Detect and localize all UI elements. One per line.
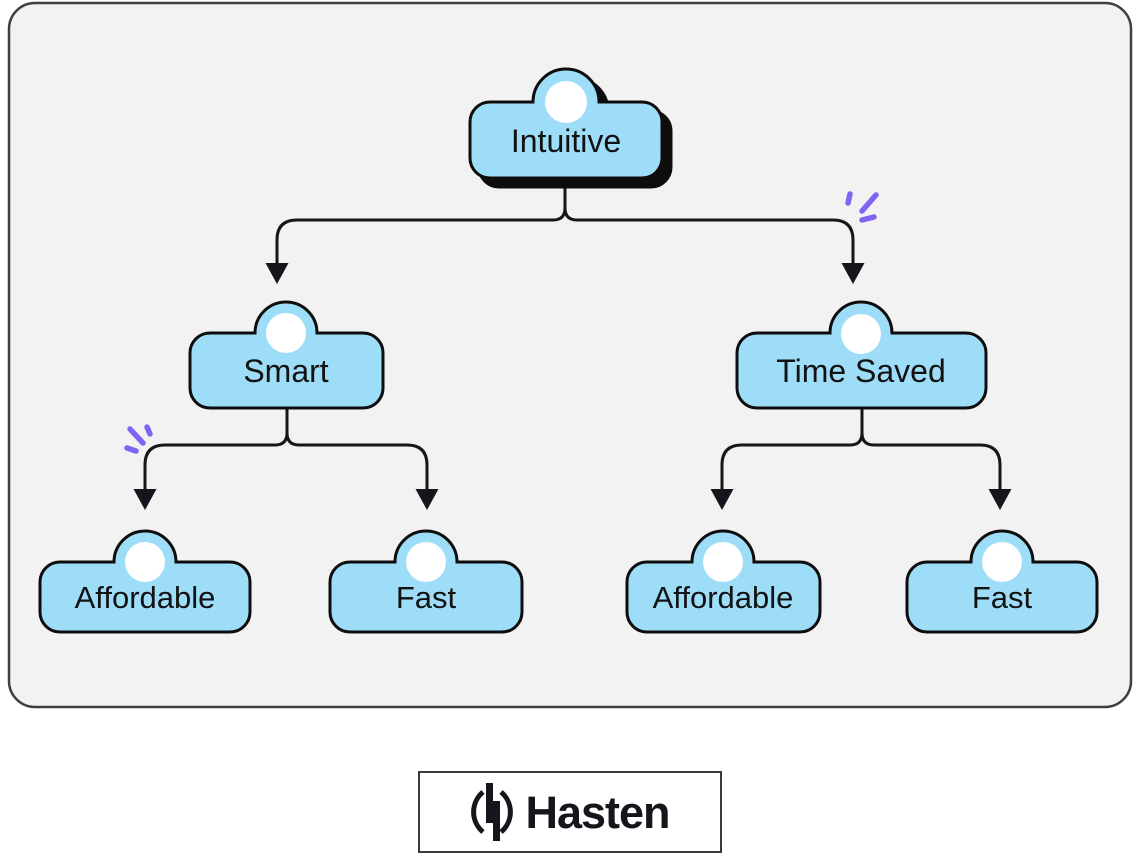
tree-diagram: Intuitive Smart Time Saved Affordable Fa… <box>7 1 1133 709</box>
node-time-saved: Time Saved <box>735 300 988 410</box>
node-label: Affordable <box>75 580 216 615</box>
sparkle-icon <box>124 424 153 454</box>
node-notch-circle <box>841 314 881 354</box>
node-intuitive: Intuitive <box>468 67 673 189</box>
node-fast-left: Fast <box>328 529 524 634</box>
node-shape <box>188 300 385 410</box>
connector-root-branches <box>265 176 865 284</box>
node-label: Time Saved <box>776 353 946 389</box>
arrowhead-fast-right <box>988 489 1012 510</box>
arrowhead-affordable-left <box>133 489 157 510</box>
node-notch-circle <box>545 81 587 123</box>
sparkle-icon <box>845 191 879 223</box>
canvas-frame <box>7 1 1133 709</box>
node-label: Fast <box>972 580 1033 615</box>
node-affordable-left: Affordable <box>38 529 252 634</box>
node-label: Smart <box>243 353 328 389</box>
arrowhead-fast-left <box>415 489 439 510</box>
node-label: Fast <box>396 580 457 615</box>
arrowhead-affordable-right <box>710 489 734 510</box>
brand-name: Hasten <box>525 786 670 838</box>
connector-time-saved-to-fast <box>860 406 1002 494</box>
node-notch-circle <box>982 542 1022 582</box>
node-notch-circle <box>406 542 446 582</box>
arrowhead-smart <box>265 263 289 284</box>
connector-time-saved-children <box>710 406 1012 510</box>
node-notch-circle <box>703 542 743 582</box>
node-shape <box>468 67 664 180</box>
node-notch-circle <box>266 313 306 353</box>
brand-logo: Hasten <box>418 771 722 853</box>
node-label: Intuitive <box>511 123 621 159</box>
arrowhead-time-saved <box>841 263 865 284</box>
node-shape <box>735 300 988 410</box>
node-notch-circle <box>125 542 165 582</box>
connector-smart-to-fast <box>285 406 429 494</box>
node-smart: Smart <box>188 300 385 410</box>
connector-root-to-time-saved <box>563 176 855 268</box>
connector-smart-children <box>133 406 439 510</box>
node-fast-right: Fast <box>905 529 1099 634</box>
node-label: Affordable <box>653 580 794 615</box>
node-affordable-right: Affordable <box>625 529 822 634</box>
hasten-logo-icon <box>471 783 514 841</box>
